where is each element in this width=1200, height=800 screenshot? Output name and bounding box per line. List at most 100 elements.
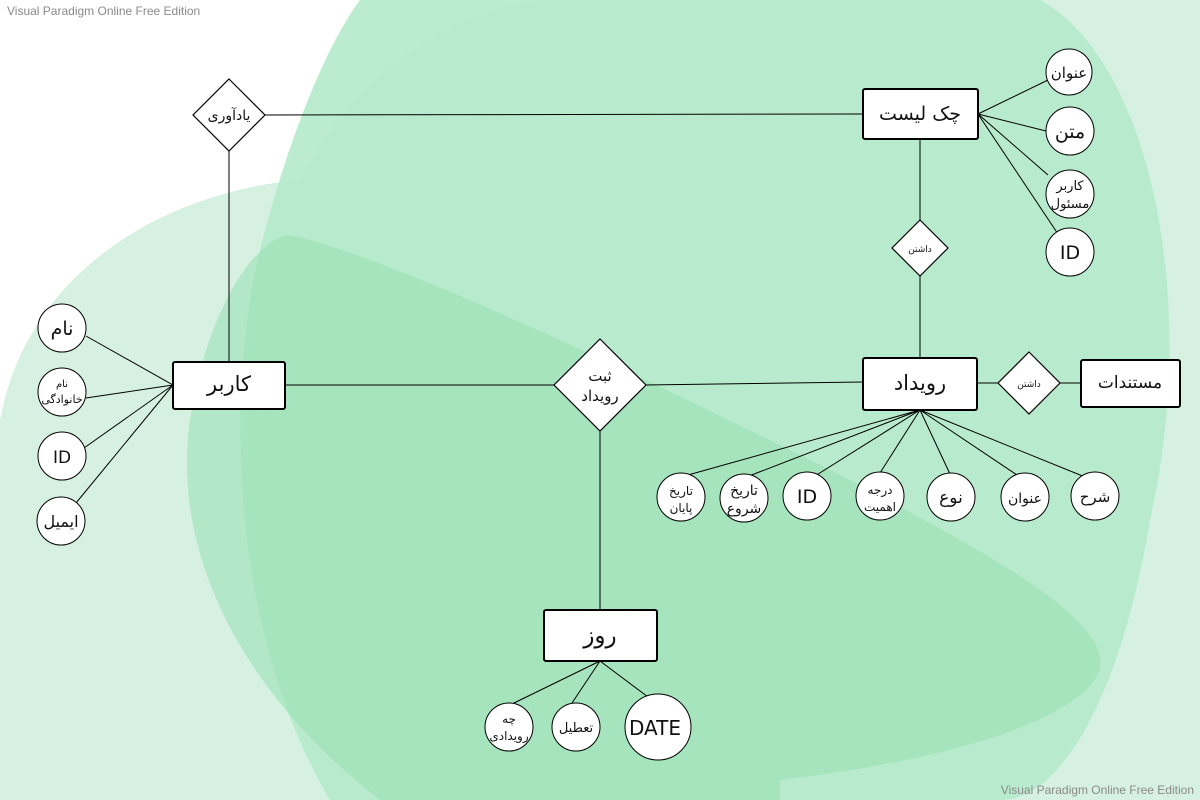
- connector-checklist-id: [977, 113, 1059, 235]
- attribute-checklist-title-shape: [1045, 48, 1093, 96]
- attribute-event-end-date-label-1: تاریخ: [669, 484, 693, 499]
- connector-checklist-title: [977, 79, 1049, 115]
- attribute-user-id[interactable]: ID: [37, 431, 87, 481]
- attribute-day-holiday[interactable]: تعطیل: [551, 702, 601, 752]
- entity-event[interactable]: رویداد: [862, 357, 978, 411]
- attribute-user-id-label: ID: [53, 448, 71, 468]
- attribute-event-priority-label-1: درجه: [868, 483, 893, 498]
- connector-checklist-responsible: [977, 113, 1049, 176]
- attribute-user-name[interactable]: نام: [37, 303, 87, 353]
- attribute-event-priority[interactable]: درجه اهمیت: [855, 471, 905, 521]
- entity-user-box: [172, 361, 286, 410]
- attribute-user-name-label: نام: [51, 318, 74, 340]
- attribute-event-start-date[interactable]: تاریخ شروع: [719, 473, 769, 523]
- attribute-day-which-event-label-1: چه: [502, 712, 516, 726]
- entity-day-box: [543, 609, 658, 662]
- relationship-has-documents-shape: [997, 351, 1061, 415]
- attribute-user-email-label: ایمیل: [43, 512, 78, 531]
- connector-user-name: [85, 335, 174, 386]
- connector-event-priority: [879, 409, 921, 474]
- relationship-has-checklist-label: داشتن: [908, 245, 932, 255]
- attribute-event-type-shape: [926, 472, 976, 522]
- attribute-day-which-event-label-2: رویدادی: [489, 729, 529, 744]
- watermark-bottom: Visual Paradigm Online Free Edition: [1000, 783, 1194, 797]
- watermark-top: Visual Paradigm Online Free Edition: [7, 4, 201, 18]
- entity-event-box: [862, 357, 978, 411]
- connector-event-description: [919, 409, 1086, 478]
- attribute-checklist-text-shape: [1045, 106, 1095, 156]
- attribute-event-end-date[interactable]: تاریخ پایان: [656, 472, 706, 522]
- attribute-user-family-name-shape: [37, 367, 87, 417]
- attribute-day-date-label: DATE: [629, 716, 681, 740]
- attribute-user-name-shape: [37, 303, 87, 353]
- background-blob-dark: [186, 235, 1101, 800]
- relationship-has-checklist[interactable]: داشتن: [891, 219, 949, 277]
- attribute-checklist-responsible-label-2: مسئول: [1051, 197, 1090, 212]
- relationship-register-event[interactable]: ثبت رویداد: [553, 338, 647, 432]
- attribute-checklist-text-label: متن: [1055, 121, 1085, 143]
- attribute-user-family-name[interactable]: نام خانوادگی: [37, 367, 87, 417]
- connector-register-event: [644, 381, 864, 386]
- connector-day-date: [599, 660, 649, 698]
- attribute-day-holiday-label: تعطیل: [559, 721, 594, 736]
- attribute-checklist-text[interactable]: متن: [1045, 106, 1095, 156]
- entities: چک لیست کاربر رویداد مستندات روز: [172, 88, 1181, 662]
- connector-event-end-date: [687, 409, 921, 476]
- attribute-event-id-shape: [782, 471, 832, 521]
- entity-documents-label: مستندات: [1098, 373, 1162, 393]
- relationship-reminder-label: یادآوری: [208, 107, 251, 124]
- attribute-event-title-label: عنوان: [1008, 491, 1042, 507]
- entity-documents-box: [1080, 359, 1181, 408]
- entity-day[interactable]: روز: [543, 609, 658, 662]
- connector-event-title: [919, 409, 1021, 478]
- relationship-has-documents[interactable]: داشتن: [997, 351, 1061, 415]
- attribute-checklist-id-shape: [1045, 227, 1095, 277]
- entity-documents[interactable]: مستندات: [1080, 359, 1181, 408]
- relationship-reminder-shape: [192, 78, 266, 152]
- attribute-event-description[interactable]: شرح: [1070, 471, 1120, 521]
- attribute-user-family-name-label-1: نام: [56, 379, 68, 390]
- attribute-checklist-responsible-label-1: کاربر: [1055, 179, 1084, 194]
- attributes: عنوان متن کاربر مسئول ID نام نام خانوادگ…: [36, 48, 1120, 761]
- connector-event-start-date: [748, 409, 921, 477]
- connector-checklist-text: [977, 113, 1047, 132]
- attribute-user-email[interactable]: ایمیل: [36, 496, 86, 546]
- attribute-day-date[interactable]: DATE: [624, 693, 692, 761]
- connector-event-type: [919, 409, 951, 475]
- attribute-day-which-event[interactable]: چه رویدادی: [484, 702, 534, 752]
- attribute-day-date-shape: [624, 693, 692, 761]
- attribute-event-start-date-label-1: تاریخ: [730, 483, 758, 499]
- attribute-event-end-date-shape: [656, 472, 706, 522]
- attribute-event-end-date-label-2: پایان: [670, 501, 693, 515]
- attribute-user-id-shape: [37, 431, 87, 481]
- attribute-checklist-id[interactable]: ID: [1045, 227, 1095, 277]
- relationships: یادآوری ثبت رویداد داشتن داشتن: [192, 78, 1061, 432]
- attribute-event-title[interactable]: عنوان: [1000, 472, 1050, 522]
- entity-checklist-label: چک لیست: [879, 103, 961, 125]
- attribute-day-which-event-shape: [484, 702, 534, 752]
- relationship-register-event-label-2: رویداد: [581, 387, 618, 405]
- attribute-checklist-title[interactable]: عنوان: [1045, 48, 1093, 96]
- connector-day-holiday: [571, 660, 601, 704]
- connector-day-which-event: [511, 660, 601, 705]
- entity-checklist[interactable]: چک لیست: [862, 88, 979, 140]
- entity-checklist-box: [862, 88, 979, 140]
- attribute-checklist-responsible[interactable]: کاربر مسئول: [1045, 169, 1095, 219]
- entity-user[interactable]: کاربر: [172, 361, 286, 410]
- relationship-reminder[interactable]: یادآوری: [192, 78, 266, 152]
- attribute-event-type-label: نوع: [939, 488, 963, 508]
- connector-user-email: [75, 384, 174, 504]
- relationship-has-documents-label: داشتن: [1017, 380, 1041, 390]
- connector-lines: [75, 79, 1086, 705]
- attribute-checklist-responsible-shape: [1045, 169, 1095, 219]
- attribute-day-holiday-shape: [551, 702, 601, 752]
- attribute-event-start-date-shape: [719, 473, 769, 523]
- attribute-event-description-label: شرح: [1080, 488, 1111, 506]
- attribute-event-type[interactable]: نوع: [926, 472, 976, 522]
- entity-day-label: روز: [582, 623, 616, 649]
- attribute-event-id[interactable]: ID: [782, 471, 832, 521]
- attribute-user-family-name-label-2: خانوادگی: [41, 393, 82, 406]
- attribute-checklist-id-label: ID: [1060, 242, 1080, 264]
